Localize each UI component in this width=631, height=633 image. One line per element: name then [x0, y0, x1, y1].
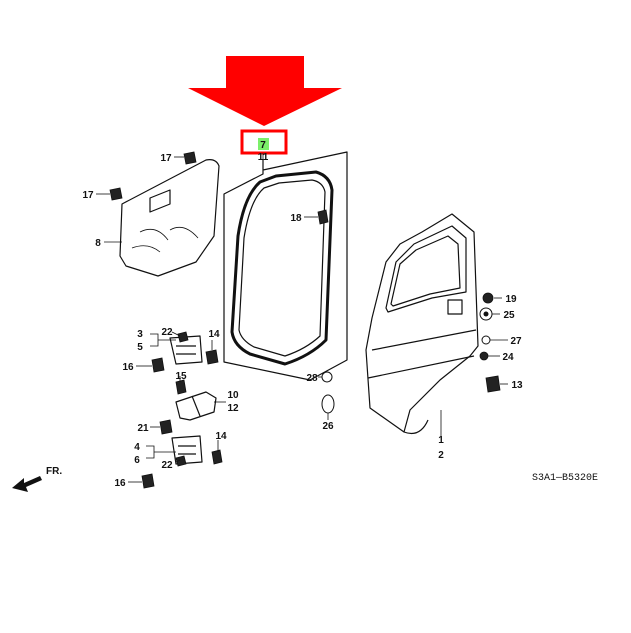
label-part-2: 2: [438, 450, 444, 461]
label-part-28: 28: [306, 373, 318, 384]
door-shell[interactable]: [365, 213, 479, 435]
leader-lines: [96, 153, 508, 483]
label-part-16-bottom: 16: [114, 478, 126, 489]
label-part-24: 24: [502, 352, 514, 363]
upper-hinge[interactable]: [169, 335, 203, 365]
label-part-3: 3: [137, 329, 143, 340]
fastener-hardware: [109, 151, 501, 489]
label-part-5: 5: [137, 342, 143, 353]
part-labels: 11 17 17 8 18 19 25 27 24 13 3 22 5 14 1…: [82, 152, 523, 489]
label-part-14-top: 14: [208, 329, 220, 340]
door-weatherstrip[interactable]: [230, 170, 334, 366]
front-label: FR.: [46, 466, 62, 477]
label-part-10: 10: [227, 390, 239, 401]
label-part-18: 18: [290, 213, 302, 224]
label-part-17-top: 17: [160, 153, 172, 164]
label-part-16-top: 16: [122, 362, 134, 373]
label-part-21: 21: [137, 423, 149, 434]
label-part-25: 25: [503, 310, 515, 321]
callout-part-7[interactable]: 7: [240, 129, 288, 155]
weatherstrip-bracket: [223, 151, 348, 381]
door-checker[interactable]: [175, 391, 217, 421]
label-part-26: 26: [322, 421, 334, 432]
label-part-6: 6: [134, 455, 140, 466]
label-part-4: 4: [134, 442, 140, 453]
label-part-27: 27: [510, 336, 522, 347]
label-part-8: 8: [95, 238, 101, 249]
label-part-1: 1: [438, 435, 444, 446]
label-part-11: 11: [258, 152, 269, 163]
highlight-arrow: [188, 56, 342, 126]
label-part-19: 19: [505, 294, 517, 305]
label-part-12: 12: [227, 403, 239, 414]
label-part-14-bottom: 14: [215, 431, 227, 442]
lower-hinge[interactable]: [171, 435, 203, 465]
drawing-code: S3A1—B5320E: [532, 473, 598, 484]
label-part-17-left: 17: [82, 190, 94, 201]
label-part-13: 13: [511, 380, 523, 391]
front-direction-indicator: FR.: [12, 466, 62, 492]
callout-label: 7: [260, 140, 266, 151]
label-part-22-bottom: 22: [161, 460, 173, 471]
front-arrow-icon: [12, 476, 42, 492]
glass-run-channel[interactable]: [119, 159, 220, 277]
label-part-15: 15: [175, 371, 187, 382]
label-part-22-top: 22: [161, 327, 173, 338]
